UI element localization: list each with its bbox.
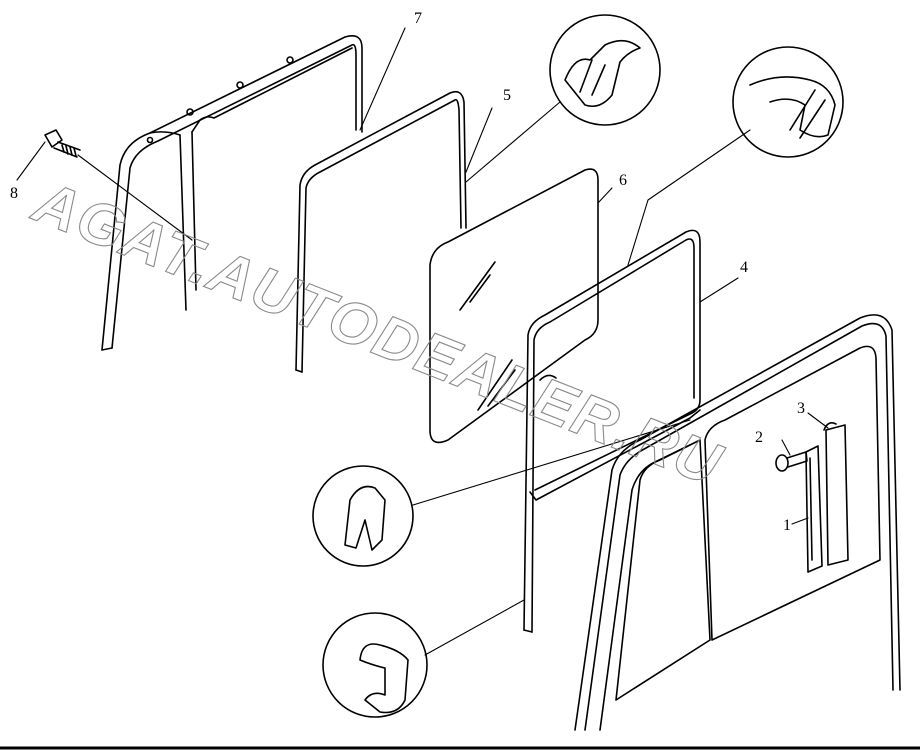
detail-circle-mid-left — [312, 465, 414, 567]
leader-lines — [16, 27, 829, 656]
callout-3: 3 — [797, 400, 805, 417]
callout-1: 1 — [783, 517, 791, 534]
callout-8: 8 — [10, 185, 18, 202]
callout-7: 7 — [414, 10, 422, 27]
door-panel — [574, 314, 901, 731]
watermark-text: AGAT.AUTODEALER.RU — [23, 167, 731, 499]
part-8-bolt — [44, 129, 81, 158]
part-5-seal — [295, 90, 467, 373]
part-3-plate — [823, 422, 849, 566]
part-6-glass — [429, 168, 599, 444]
detail-circle-top-center — [549, 14, 661, 126]
detail-circle-bottom-left — [322, 612, 428, 718]
detail-circle-top-right — [732, 46, 844, 158]
callout-2: 2 — [755, 429, 763, 446]
callout-6: 6 — [619, 172, 627, 189]
callout-5: 5 — [503, 87, 511, 104]
callout-4: 4 — [740, 259, 748, 276]
part-7-frame — [101, 35, 363, 351]
part-2-bolt — [775, 451, 808, 472]
part-1-latch-strip — [805, 445, 823, 573]
